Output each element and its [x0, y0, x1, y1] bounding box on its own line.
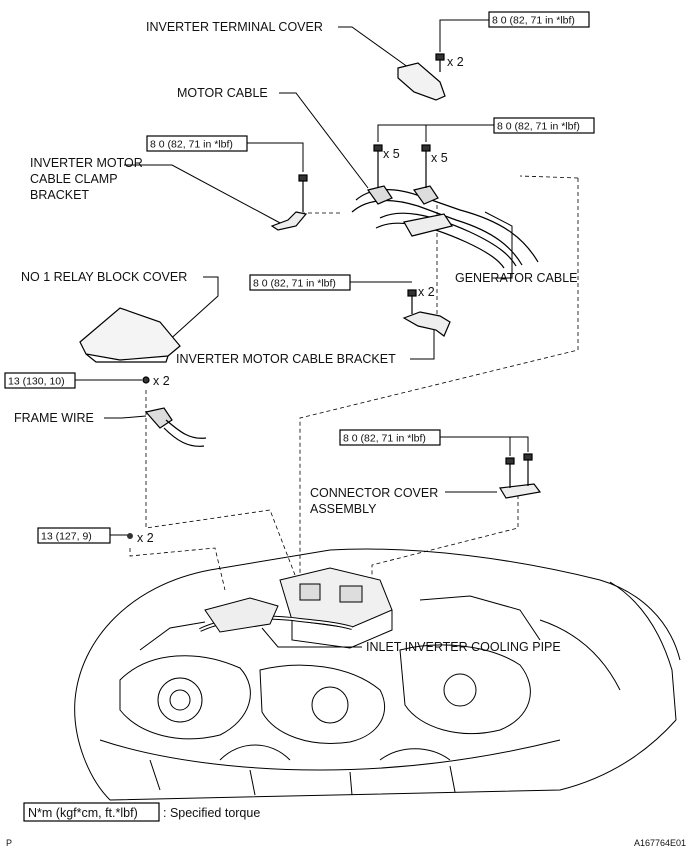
label-generator-cable: GENERATOR CABLE: [455, 271, 578, 285]
label-clamp-bracket-line3: BRACKET: [30, 188, 89, 202]
inverter-terminal-cover-part: [397, 53, 446, 101]
svg-text:8 0 (82, 71 in *lbf): 8 0 (82, 71 in *lbf): [150, 139, 233, 151]
qty-ground: x 2: [137, 531, 154, 545]
torque-box-connector-cover: 8 0 (82, 71 in *lbf): [339, 429, 441, 446]
qty-cable-bracket: x 2: [418, 285, 435, 299]
torque-box-cable-bracket: 8 0 (82, 71 in *lbf): [249, 274, 351, 291]
label-clamp-bracket-line2: CABLE CLAMP: [30, 172, 118, 186]
footer-right-code: A167764E01: [634, 838, 686, 848]
torque-box-motor-cable: 8 0 (82, 71 in *lbf): [493, 117, 595, 134]
svg-text:8 0 (82, 71 in *lbf): 8 0 (82, 71 in *lbf): [343, 433, 426, 445]
torque-box-clamp-bracket: 8 0 (82, 71 in *lbf): [146, 135, 248, 152]
label-connector-cover-line2: ASSEMBLY: [310, 502, 377, 516]
cable-bracket-part: [402, 289, 451, 337]
svg-text:13 (127, 9): 13 (127, 9): [41, 531, 92, 543]
qty-motor-cable-a: x 5: [383, 147, 400, 161]
torque-box-frame-wire: 13 (130, 10): [4, 372, 76, 389]
legend-box-text: N*m (kgf*cm, ft.*lbf): [28, 806, 138, 820]
qty-frame-wire: x 2: [153, 374, 170, 388]
svg-text:8 0 (82, 71 in *lbf): 8 0 (82, 71 in *lbf): [497, 121, 580, 133]
engine-bay-illustration: [74, 548, 681, 801]
svg-text:8 0 (82, 71 in *lbf): 8 0 (82, 71 in *lbf): [492, 15, 575, 27]
label-frame-wire: FRAME WIRE: [14, 411, 94, 425]
legend: N*m (kgf*cm, ft.*lbf) : Specified torque: [23, 802, 260, 822]
legend-box: [23, 802, 160, 822]
motor-generator-cable-part: [351, 144, 539, 269]
svg-text:8 0 (82, 71 in *lbf): 8 0 (82, 71 in *lbf): [253, 278, 336, 290]
label-clamp-bracket-line1: INVERTER MOTOR: [30, 156, 143, 170]
label-relay-block-cover: NO 1 RELAY BLOCK COVER: [21, 270, 187, 284]
torque-box-terminal-cover: 8 0 (82, 71 in *lbf): [488, 11, 590, 28]
legend-text: : Specified torque: [163, 806, 260, 820]
qty-motor-cable-b: x 5: [431, 151, 448, 165]
torque-leaders: [75, 19, 529, 536]
footer-left: P: [6, 838, 12, 848]
alignment-lines: [129, 175, 579, 591]
relay-block-cover-part: [79, 307, 181, 363]
ground-bolt-part: [127, 533, 133, 539]
svg-text:13 (130, 10): 13 (130, 10): [8, 376, 65, 388]
label-cable-bracket: INVERTER MOTOR CABLE BRACKET: [176, 352, 396, 366]
label-motor-cable: MOTOR CABLE: [177, 86, 268, 100]
torque-box-ground: 13 (127, 9): [37, 527, 111, 544]
label-connector-cover-line1: CONNECTOR COVER: [310, 486, 438, 500]
connector-cover-part: [499, 453, 542, 499]
clamp-bracket-part: [270, 174, 308, 231]
label-cooling-pipe: INLET INVERTER COOLING PIPE: [366, 640, 561, 654]
label-inverter-terminal-cover: INVERTER TERMINAL COVER: [146, 20, 323, 34]
frame-wire-part: [142, 376, 207, 447]
qty-terminal-cover: x 2: [447, 55, 464, 69]
